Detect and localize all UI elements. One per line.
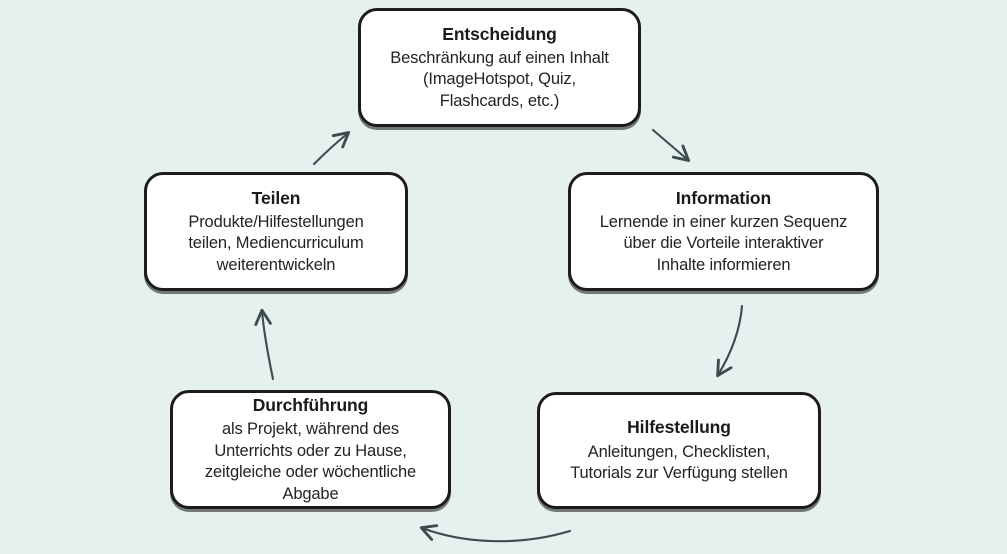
arrow-durchfuehrung-to-teilen [254,308,275,381]
node-entscheidung[interactable]: Entscheidung Beschränkung auf einen Inha… [358,8,641,127]
arrow-hilfestellung-to-durchfuehrung [419,524,572,543]
node-durchfuehrung-title: Durchführung [252,394,369,415]
arrow-teilen-to-entscheidung [312,131,351,166]
node-teilen-title: Teilen [251,187,301,208]
node-entscheidung-body: Beschränkung auf einen Inhalt (ImageHots… [390,49,609,110]
node-durchfuehrung-body: als Projekt, während des Unterrichts ode… [204,420,417,503]
node-hilfestellung[interactable]: Hilfestellung Anleitungen, Checklisten, … [537,392,821,509]
node-teilen-body: Produkte/Hilfestellungen teilen, Medienc… [188,213,364,274]
node-entscheidung-title: Entscheidung [442,23,557,44]
node-teilen[interactable]: Teilen Produkte/Hilfestellungen teilen, … [144,172,408,291]
arrow-entscheidung-to-information [651,128,691,162]
node-information-title: Information [675,187,772,208]
node-durchfuehrung[interactable]: Durchführung als Projekt, während des Un… [170,390,451,509]
node-information-body: Lernende in einer kurzen Sequenz über di… [599,213,848,274]
node-hilfestellung-body: Anleitungen, Checklisten, Tutorials zur … [570,442,788,483]
arrow-information-to-hilfestellung [716,304,744,378]
node-information[interactable]: Information Lernende in einer kurzen Seq… [568,172,879,291]
node-hilfestellung-title: Hilfestellung [627,417,731,438]
